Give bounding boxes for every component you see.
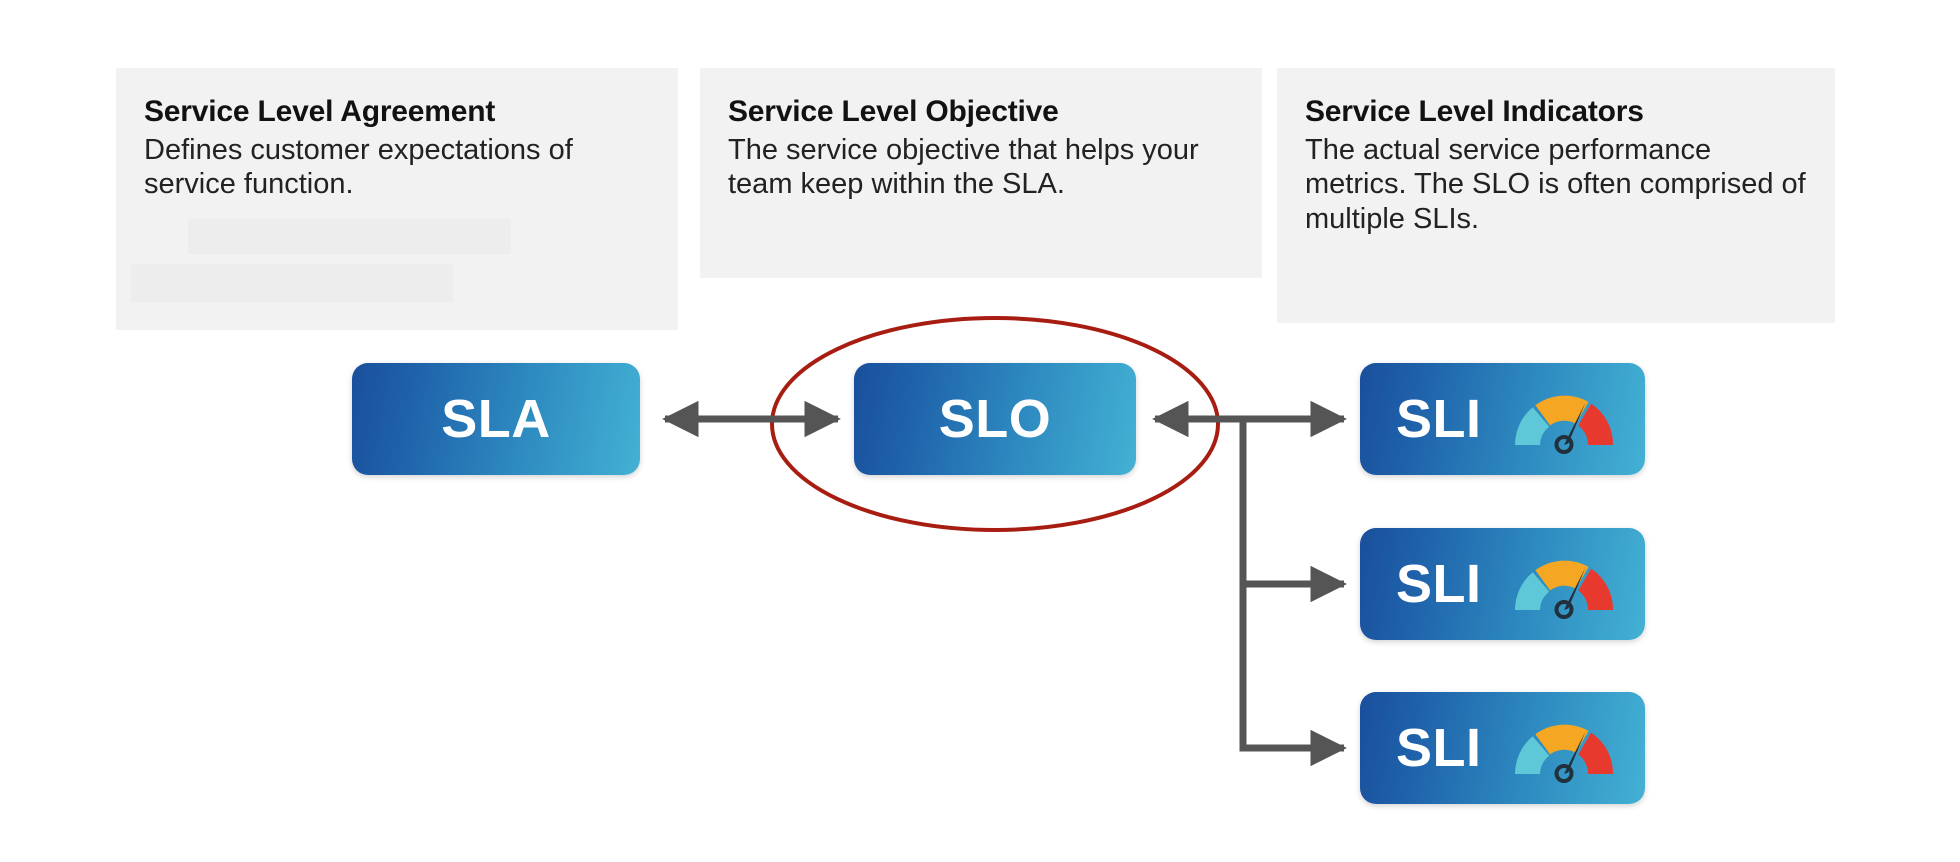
node-sla-label: SLA xyxy=(441,389,551,449)
node-sli-3[interactable]: SLI xyxy=(1360,692,1645,804)
card-body: Defines customer expectations of service… xyxy=(144,133,573,201)
redaction-bar-1 xyxy=(188,219,511,254)
card-title: Service Level Indicators xyxy=(1305,95,1644,128)
node-sli-label: SLI xyxy=(1396,389,1482,449)
card-service-level-indicators: Service Level Indicators The actual serv… xyxy=(1277,68,1835,323)
card-service-level-objective: Service Level Objective The service obje… xyxy=(700,68,1262,278)
gauge-icon xyxy=(1515,724,1614,783)
card-body: The actual service performance metrics. … xyxy=(1305,133,1806,235)
node-slo-label: SLO xyxy=(938,389,1052,449)
gauge-icon xyxy=(1515,395,1614,454)
gauge-icon xyxy=(1515,560,1614,619)
node-slo[interactable]: SLO xyxy=(854,363,1136,475)
node-sli-label: SLI xyxy=(1396,554,1482,614)
card-title: Service Level Agreement xyxy=(144,95,496,128)
node-sli-1[interactable]: SLI xyxy=(1360,363,1645,475)
node-sli-label: SLI xyxy=(1396,718,1482,778)
node-sla[interactable]: SLA xyxy=(352,363,640,475)
card-body: The service objective that helps your te… xyxy=(728,133,1199,201)
redaction-bar-2 xyxy=(131,264,453,302)
card-title: Service Level Objective xyxy=(728,95,1059,128)
node-sli-2[interactable]: SLI xyxy=(1360,528,1645,640)
